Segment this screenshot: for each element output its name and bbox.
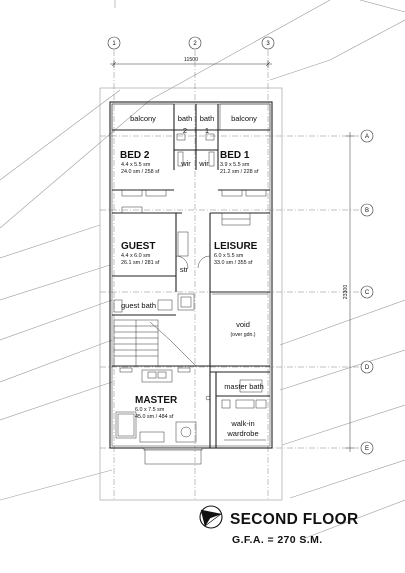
void-note: (over gdn.) [230,332,255,338]
wir-right-label: wir [198,159,209,168]
bed2-name: BED 2 [120,150,150,161]
guest-area: 26.1 sm / 281 sf [121,260,160,266]
walk-in-label: walk-in [230,419,254,428]
master-name: MASTER [135,395,178,406]
grid-bubble-1: 1 [107,36,121,50]
grid-bubble-D: D [360,360,374,374]
svg-text:11500: 11500 [184,57,198,63]
grid-bubble-C: C [360,285,374,299]
master-suite [115,366,270,448]
room-bed-1: BED 1 3.9 x 5.5 sm 21.2 sm / 228 sf [220,150,259,175]
svg-text:C: C [365,290,370,296]
balcony-row [111,103,271,170]
svg-text:A: A [365,134,369,140]
drawing-title: SECOND FLOOR [230,511,358,528]
site-context-lines [0,0,405,541]
gfa-subtitle: G.F.A. = 270 S.M. [232,534,323,546]
balcony-left-label: balcony [130,114,156,123]
svg-text:1: 1 [112,41,116,47]
svg-text:23300: 23300 [343,285,349,300]
grid-bubble-A: A [360,129,374,143]
master-area: 45.0 sm / 484 sf [135,414,174,420]
room-bed-2: BED 2 4.4 x 5.5 sm 24.0 sm / 258 sf [120,150,160,175]
svg-text:D: D [365,365,370,371]
guest-bath-label: guest bath [121,301,156,310]
guest-bath-fixtures [113,299,173,313]
room-bath-2: bath 2 [178,114,193,135]
grid-lines [100,50,362,500]
room-balcony-right: balcony [231,114,257,123]
grid-bubble-B: B [360,203,374,217]
guest-dim: 4.4 x 6.0 sm [121,253,151,259]
storage-label: str [180,265,189,274]
void-label: void [236,320,250,329]
master-dim: 6.0 x 7.5 sm [135,407,165,413]
top-dimension: 11500 [110,57,272,68]
bottom-balcony [143,447,203,465]
room-leisure: LEISURE 6.0 x 5.5 sm 33.0 sm / 355 sf [214,241,258,266]
bath-left-label: bath [178,114,193,123]
middle-walls [112,213,270,316]
bed2-area: 24.0 sm / 258 sf [121,169,160,175]
bed1-area: 21.2 sm / 228 sf [220,169,259,175]
room-master: MASTER 6.0 x 7.5 sm 45.0 sm / 484 sf [135,395,178,420]
leisure-dim: 6.0 x 5.5 sm [214,253,244,259]
bath-right-number: 1 [205,126,209,135]
room-guest: GUEST 4.4 x 6.0 sm 26.1 sm / 281 sf [121,241,160,266]
staircase [113,319,197,367]
side-dimension: 23300 [343,132,354,452]
bed2-dim: 4.4 x 5.5 sm [121,162,151,168]
grid-bubble-E: E [360,441,374,455]
room-bath-1: bath 1 [200,114,215,135]
room-void: void (over gdn.) [230,320,255,338]
bath-left-number: 2 [183,126,187,135]
room-balcony-left: balcony [130,114,156,123]
leisure-area: 33.0 sm / 355 sf [214,260,253,266]
svg-text:B: B [365,208,369,214]
svg-text:3: 3 [266,41,270,47]
void-area [112,292,270,367]
wir-left-label: wir [180,159,191,168]
bed1-dim: 3.9 x 5.5 sm [220,162,250,168]
wardrobe-label: wardrobe [226,429,258,438]
bath-right-label: bath [200,114,215,123]
grid-bubble-2: 2 [188,36,202,50]
svg-text:E: E [365,446,369,452]
bedroom-walls [112,189,270,226]
master-bath-label: master bath [224,382,264,391]
grid-bubble-3: 3 [261,36,275,50]
guest-name: GUEST [121,241,155,252]
svg-text:2: 2 [193,41,197,47]
leisure-name: LEISURE [214,241,258,252]
balcony-right-label: balcony [231,114,257,123]
bed1-name: BED 1 [220,150,250,161]
north-arrow-icon [199,505,223,529]
